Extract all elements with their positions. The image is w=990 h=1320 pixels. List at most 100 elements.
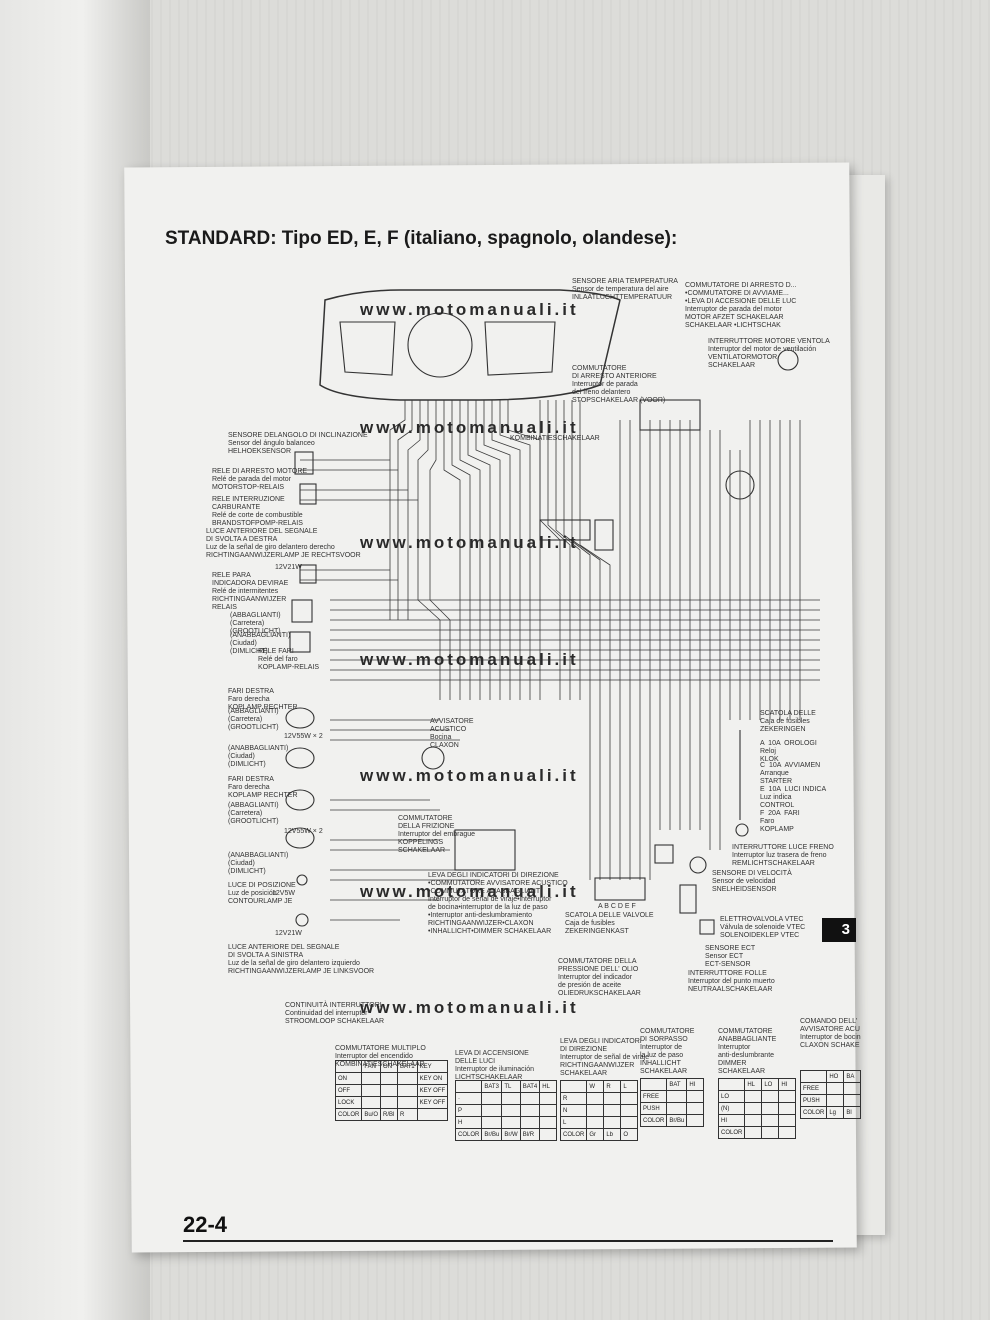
table-cell: Br/Bu <box>666 1114 688 1127</box>
table-cell <box>686 1114 705 1127</box>
table-cell: FAN <box>361 1060 382 1073</box>
switch-table-title: LEVA DEGLI INDICATORI DI DIREZIONE Inter… <box>560 1038 650 1077</box>
label-low-beam: (ANABBAGLIANTI) (Ciudad) (DIMLICHT) <box>228 852 289 875</box>
table-cell <box>761 1114 780 1127</box>
table-cell <box>639 1078 668 1091</box>
table-cell <box>501 1104 521 1117</box>
table-cell: Gr <box>586 1128 605 1141</box>
table-cell: O <box>620 1128 639 1141</box>
table-cell <box>761 1090 780 1103</box>
label-oil-pressure: COMMUTATORE DELLA PRESSIONE DELL' OLIO I… <box>558 958 641 997</box>
table-cell <box>778 1102 797 1115</box>
switch-table-title: COMMUTATORE DI SORPASSO Interruptor de l… <box>640 1028 695 1075</box>
label-headlight-relay: RELE FARI Relé del faro KOPLAMP-RELAIS <box>258 648 320 671</box>
table-cell <box>603 1116 622 1129</box>
table-cell <box>744 1090 763 1103</box>
label-fuse-f: F 20A FARI Faro KOPLAMP <box>760 810 800 833</box>
table-cell <box>454 1080 483 1093</box>
label-bulb-12v55w: 12V55W × 2 <box>284 828 323 835</box>
label-engine-stop-relay: RELE DI ARRESTO MOTORE Relé de parada de… <box>212 468 308 491</box>
table-cell: BAT3 <box>481 1080 503 1093</box>
label-high-beam: (ABBAGLIANTI) (Carretera) (GROOTLICHT) <box>230 612 281 635</box>
table-cell: PUSH <box>639 1102 668 1115</box>
label-front-right-turn: LUCE ANTERIORE DEL SEGNALE DI SVOLTA A D… <box>206 528 361 559</box>
table-cell: R/Bl <box>380 1108 399 1121</box>
switch-table-title: COMMUTATORE ANABBAGLIANTE Interruptor an… <box>718 1028 777 1075</box>
page-title: STANDARD: Tipo ED, E, F (italiano, spagn… <box>165 228 678 249</box>
table-cell: W <box>586 1080 605 1093</box>
table-cell: PUSH <box>799 1094 828 1107</box>
table-cell <box>826 1082 845 1095</box>
switch-table-title: COMANDO DELL' AVVISATORE ACU Interruptor… <box>800 1018 861 1049</box>
table-cell <box>761 1102 780 1115</box>
table-cell <box>686 1102 705 1115</box>
table-row: (N) <box>717 1102 797 1115</box>
label-fuse-letters: A B C D E F <box>598 903 636 910</box>
label-horn: AVVISATORE ACUSTICO Bocina CLAXON <box>430 718 474 749</box>
label-position-light: LUCE DI POSIZIONE Luz de posición CONTOU… <box>228 882 296 905</box>
table-cell: Lb <box>603 1128 622 1141</box>
label-fuse-e: E 10A LUCI INDICA Luz indica CONTROL <box>760 786 827 809</box>
table-cell: TL <box>501 1080 521 1093</box>
label-headlight-right: FARI DESTRA Faro derecha KOPLAMP RECHTER <box>228 776 298 799</box>
table-cell <box>586 1116 605 1129</box>
table-cell: R <box>397 1108 418 1121</box>
table-cell <box>361 1096 382 1109</box>
table-cell: HI <box>717 1114 746 1127</box>
watermark: www.motomanuali.it <box>360 418 579 437</box>
table-cell: HL <box>539 1080 558 1093</box>
table-cell: HI <box>686 1078 705 1091</box>
footer-rule <box>183 1240 833 1242</box>
label-bulb-12v21w: 12V21W <box>275 930 302 937</box>
table-row: P <box>454 1104 558 1117</box>
label-clutch-switch: COMMUTATORE DELLA FRIZIONE Interruptor d… <box>398 815 476 854</box>
table-cell: HI <box>778 1078 797 1091</box>
table-cell: FREE <box>639 1090 668 1103</box>
table-cell <box>620 1092 639 1105</box>
table-cell: LOCK <box>334 1096 363 1109</box>
label-low-beam: (ANABBAGLIANTI) (Ciudad) (DIMLICHT) <box>228 745 289 768</box>
table-cell <box>744 1114 763 1127</box>
table-cell: BAT1 <box>397 1060 418 1073</box>
table-cell: Bl/R <box>519 1128 541 1141</box>
table-cell <box>539 1116 558 1129</box>
table-cell: Br/W <box>501 1128 521 1141</box>
table-row: L <box>559 1116 639 1129</box>
table-cell <box>843 1094 862 1107</box>
table-cell: LO <box>761 1078 780 1091</box>
table-cell: COLOR <box>559 1128 588 1141</box>
label-bank-angle-sensor: SENSORE DELANGOLO DI INCLINAZIONE Sensor… <box>228 432 368 455</box>
table-cell: Lg <box>826 1106 845 1119</box>
table-cell <box>603 1104 622 1117</box>
table-cell <box>826 1094 845 1107</box>
table-cell: KEY ON <box>416 1072 449 1085</box>
table-cell <box>620 1104 639 1117</box>
table-cell: Bl <box>843 1106 862 1119</box>
table-cell <box>539 1104 558 1117</box>
table-cell <box>778 1114 797 1127</box>
table-row: LO <box>717 1090 797 1103</box>
table-cell <box>843 1082 862 1095</box>
table-cell: HL <box>744 1078 763 1091</box>
label-turn-lever: LEVA DEGLI INDICATORI DI DIREZIONE •COMM… <box>428 872 568 935</box>
table-cell: L <box>559 1116 588 1129</box>
label-fan-motor-switch: INTERRUTTORE MOTORE VENTOLA Interruptor … <box>708 338 830 369</box>
table-row: H <box>454 1116 558 1129</box>
label-fuse-box-right: SCATOLA DELLE Caja de fusibles ZEKERINGE… <box>760 710 816 733</box>
watermark: www.motomanuali.it <box>360 300 579 319</box>
table-cell <box>799 1070 828 1083</box>
label-continuity: CONTINUITÀ INTERRUTTORI Continuidad del … <box>285 1002 385 1025</box>
table-cell: (N) <box>717 1102 746 1115</box>
table-cell: BAT4 <box>519 1080 541 1093</box>
